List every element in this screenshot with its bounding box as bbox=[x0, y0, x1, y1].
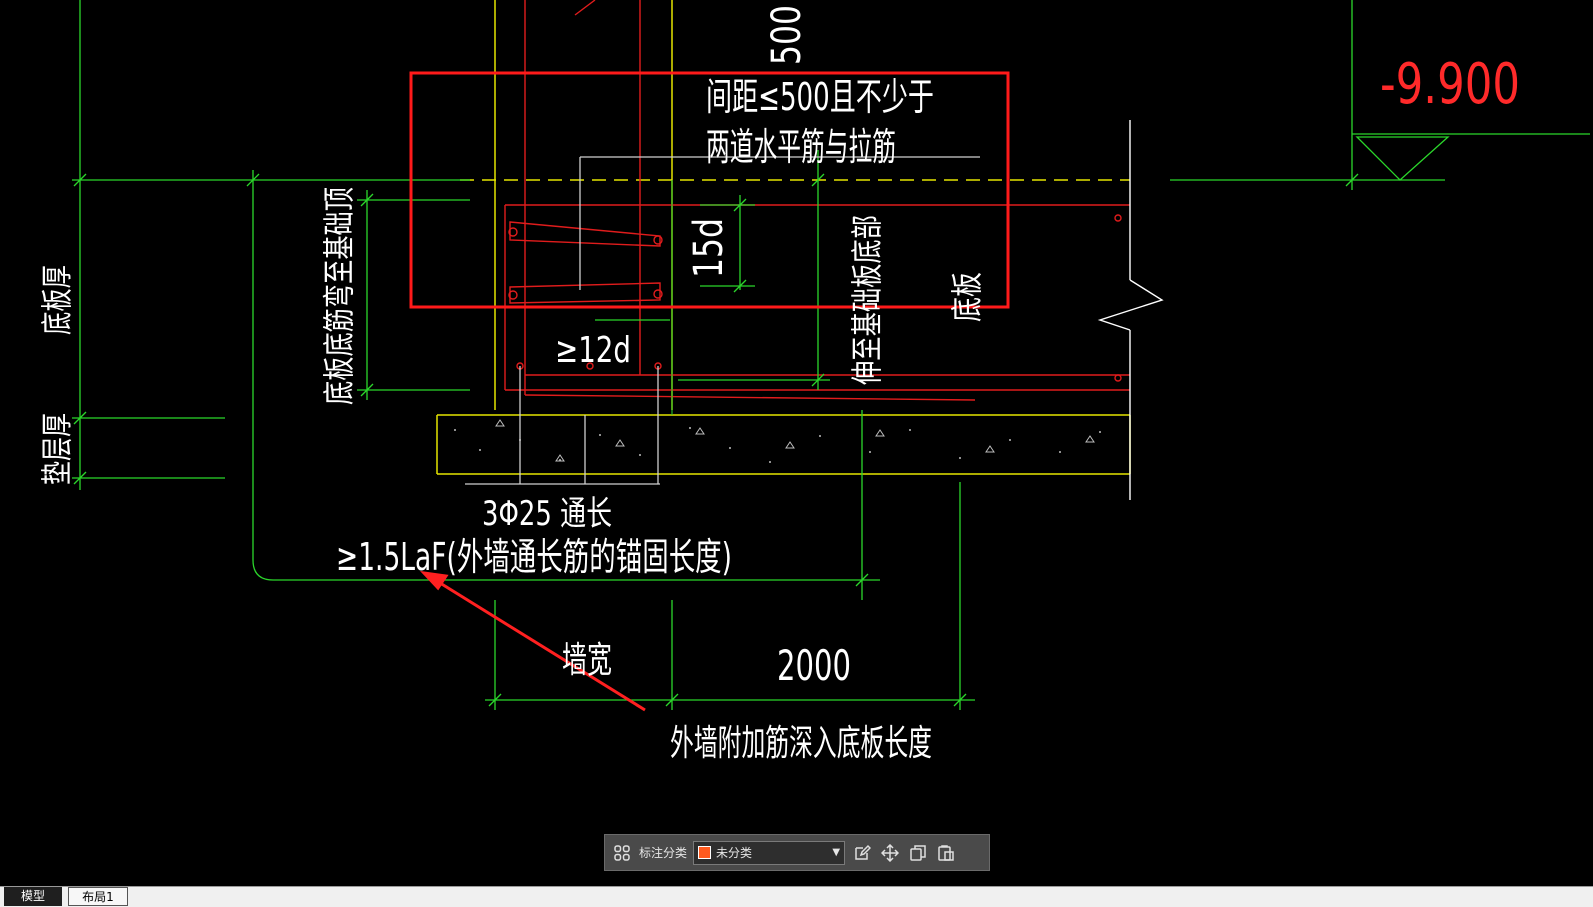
annotation-toolbar: 标注分类 未分类 ▼ bbox=[604, 834, 990, 871]
annotation-category-label: 标注分类 bbox=[639, 846, 688, 860]
text-extra-bar: 外墙附加筋深入底板长度 bbox=[670, 723, 932, 764]
rebar-lines bbox=[504, 0, 1130, 401]
text-slab: 底板 bbox=[948, 272, 986, 322]
text-elevation: -9.900 bbox=[1380, 52, 1520, 117]
wall-outline bbox=[436, 0, 1131, 475]
move-icon[interactable] bbox=[879, 842, 901, 864]
text-wall-width: 墙宽 bbox=[562, 640, 612, 681]
cushion-hatch bbox=[454, 419, 1101, 463]
color-swatch bbox=[698, 846, 712, 859]
copy-icon[interactable] bbox=[907, 842, 929, 864]
text-slab-thickness: 底板厚 bbox=[38, 265, 76, 335]
annotation-category-select[interactable]: 未分类 ▼ bbox=[693, 840, 846, 865]
text-bend: 底板底筋弯至基础顶 bbox=[320, 187, 358, 405]
text-12d: ≥12d bbox=[555, 330, 631, 371]
grid-icon[interactable] bbox=[611, 842, 633, 864]
text-spacing-line1: 间距≤500且不少于 bbox=[706, 75, 934, 119]
text-2000: 2000 bbox=[777, 641, 851, 690]
text-extend: 伸至基础板底部 bbox=[848, 215, 886, 385]
break-line bbox=[1097, 120, 1164, 500]
highlight-rectangle bbox=[409, 71, 1010, 309]
dimension-lines bbox=[72, 0, 1590, 710]
tab-layout1[interactable]: 布局1 bbox=[68, 887, 128, 906]
paste-icon[interactable] bbox=[935, 842, 957, 864]
dimension-ticks bbox=[73, 173, 1359, 707]
annotation-category-value: 未分类 bbox=[716, 846, 753, 860]
chevron-down-icon: ▼ bbox=[832, 847, 841, 858]
layout-tab-bar: 模型 布局1 bbox=[0, 886, 1593, 907]
text-anchor: ≥1.5LaF(外墙通长筋的锚固长度) bbox=[336, 535, 732, 579]
drawing-texts: 间距≤500且不少于 两道水平筋与拉筋 500 -9.900 底板厚 垫层厚 底… bbox=[38, 5, 1520, 764]
text-cushion-thickness: 垫层厚 bbox=[38, 413, 76, 485]
text-rebar: 3Φ25 通长 bbox=[482, 494, 612, 534]
cad-drawing-canvas[interactable]: 间距≤500且不少于 两道水平筋与拉筋 500 -9.900 底板厚 垫层厚 底… bbox=[0, 0, 1593, 886]
annotation-arrow bbox=[420, 570, 646, 712]
tab-model[interactable]: 模型 bbox=[4, 887, 62, 906]
text-15d: 15d bbox=[686, 218, 732, 278]
text-dim-500: 500 bbox=[764, 5, 810, 65]
edit-icon[interactable] bbox=[851, 842, 873, 864]
text-spacing-line2: 两道水平筋与拉筋 bbox=[706, 125, 896, 169]
